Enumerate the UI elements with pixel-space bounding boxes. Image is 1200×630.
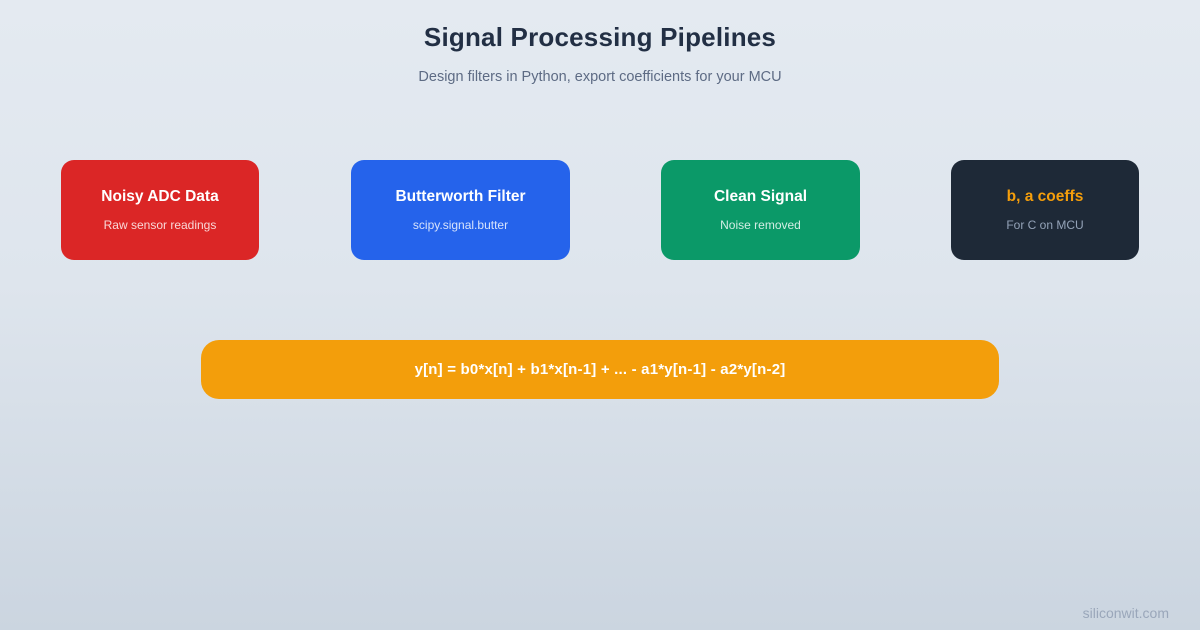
node-ba-coeffs: b, a coeffs For C on MCU [951,160,1139,260]
node-noisy-adc-data: Noisy ADC Data Raw sensor readings [61,160,259,260]
page-title: Signal Processing Pipelines [423,22,777,52]
page-subtitle: Design filters in Python, export coeffic… [418,69,782,85]
node-subtitle: scipy.signal.butter [412,218,509,232]
site-watermark: siliconwit.com [1082,605,1169,621]
node-title: Clean Signal [713,188,808,205]
pipeline-row: Noisy ADC Data Raw sensor readings Butte… [0,160,1200,382]
node-subtitle: Noise removed [720,218,801,232]
node-subtitle: Raw sensor readings [103,218,217,232]
node-clean-signal: Clean Signal Noise removed [661,160,860,260]
formula-text: y[n] = b0*x[n] + b1*x[n-1] + ... - a1*y[… [414,361,786,378]
formula-banner: y[n] = b0*x[n] + b1*x[n-1] + ... - a1*y[… [201,340,999,399]
node-butterworth-filter: Butterworth Filter scipy.signal.butter [351,160,570,260]
node-subtitle: For C on MCU [1006,218,1084,232]
node-title: Noisy ADC Data [101,188,219,205]
node-title: Butterworth Filter [395,188,526,205]
node-title: b, a coeffs [1006,188,1084,205]
header: Signal Processing Pipelines Design filte… [0,0,1200,85]
